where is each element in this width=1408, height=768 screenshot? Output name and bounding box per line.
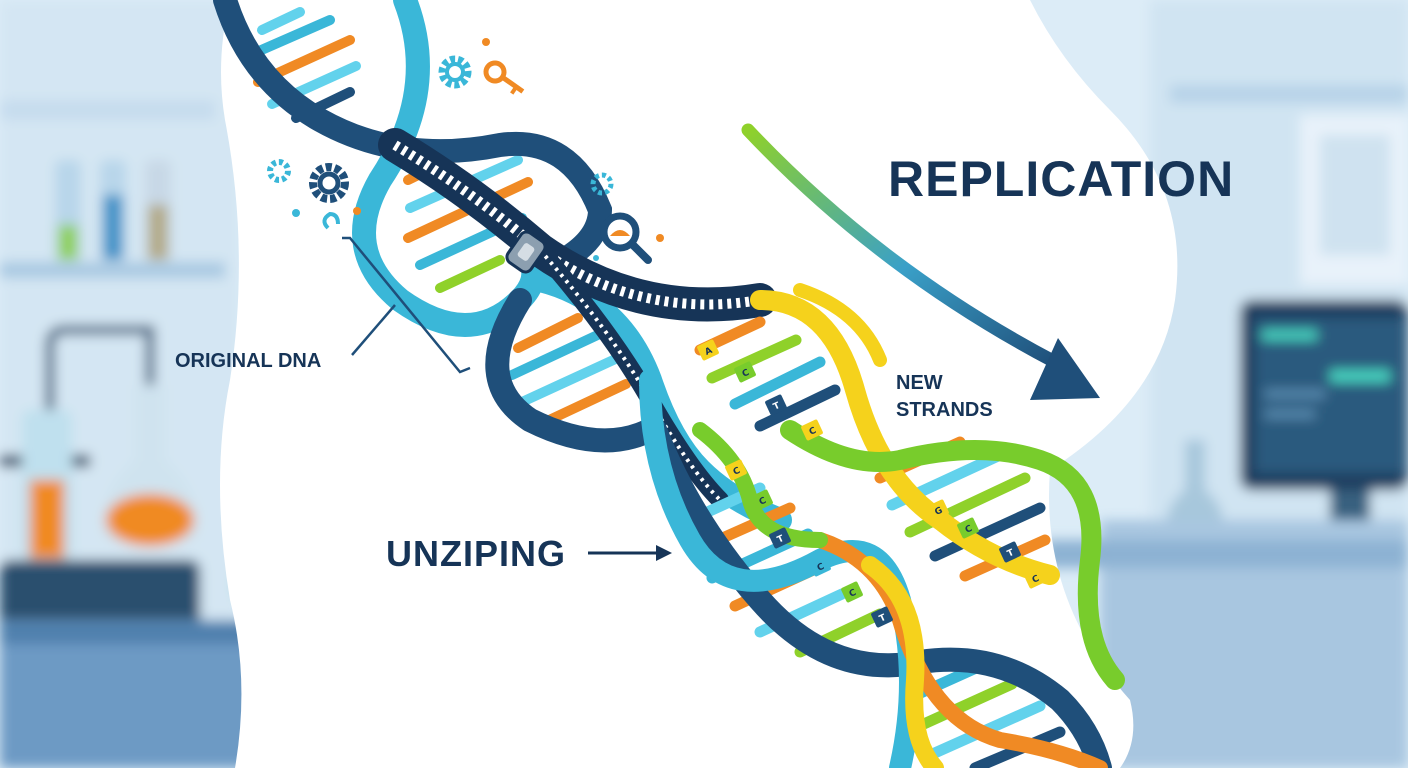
base-tag: T <box>999 541 1021 563</box>
base-letter: C <box>758 496 769 508</box>
gear-icon <box>438 55 472 89</box>
base-tag: C <box>957 517 979 539</box>
dot-icon <box>656 234 664 242</box>
unzipping-label: UNZIPING <box>386 533 567 574</box>
title: REPLICATION <box>888 151 1235 207</box>
base-letter: C <box>808 426 819 438</box>
original-dna-bracket <box>342 236 471 374</box>
base-letter: A <box>704 346 715 358</box>
base-tag: C <box>809 555 831 577</box>
new-strands-label-line1: NEW <box>896 372 943 394</box>
key-icon <box>483 60 525 95</box>
base-letter: T <box>878 613 889 625</box>
base-tag: T <box>871 606 893 628</box>
base-letter: T <box>772 401 783 413</box>
base-tag: G <box>927 499 949 521</box>
dot-icon <box>353 207 361 215</box>
base-letter: T <box>1006 548 1017 560</box>
gear-icon <box>267 159 291 183</box>
base-tag: A <box>697 339 719 361</box>
base-letter: C <box>964 524 975 536</box>
base-tag: T <box>765 394 787 416</box>
base-tag: C <box>841 581 863 603</box>
dot-icon <box>292 209 300 217</box>
base-letter: C <box>848 588 859 600</box>
dot-icon <box>593 255 599 261</box>
base-tags: A C T C C C T C C T G C T C <box>697 339 1046 628</box>
base-tag: C <box>801 419 823 441</box>
gear-icon <box>309 163 349 203</box>
clamp-icon <box>322 211 340 230</box>
gear-icon <box>590 172 614 196</box>
base-tag: C <box>1024 567 1046 589</box>
unzipping-arrow <box>588 545 672 561</box>
base-tag: C <box>751 489 773 511</box>
base-letter: T <box>776 534 787 546</box>
new-strands-label-line2: STRANDS <box>896 399 993 421</box>
base-tag: T <box>769 527 791 549</box>
base-letter: G <box>933 506 944 518</box>
base-tag: C <box>734 361 756 383</box>
dot-icon <box>482 38 490 46</box>
base-tag: C <box>725 459 747 481</box>
base-letter: C <box>741 368 752 380</box>
new-strands-label: NEW STRANDS <box>896 370 993 424</box>
base-letter: C <box>816 562 827 574</box>
base-letter: C <box>732 466 743 478</box>
original-dna-label: ORIGINAL DNA <box>175 350 322 372</box>
base-letter: C <box>1031 574 1042 586</box>
replication-arrow <box>741 123 1100 400</box>
magnifier-icon <box>600 212 652 264</box>
